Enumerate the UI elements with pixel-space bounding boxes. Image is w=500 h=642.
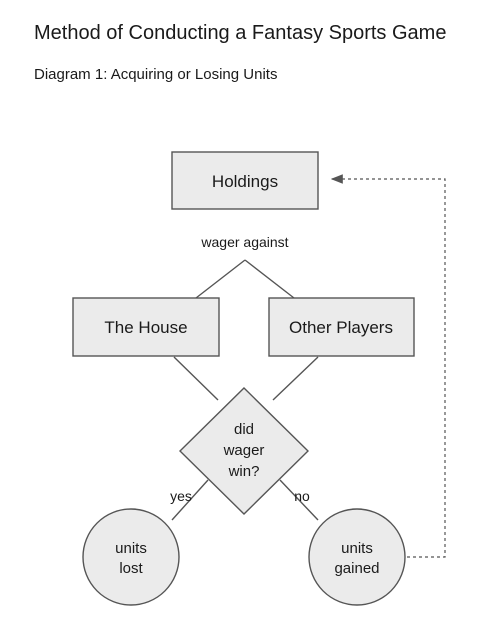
connector-to-house [195, 259, 246, 299]
decision-line-3: win? [228, 463, 260, 480]
decision-line-2: wager [223, 442, 265, 459]
holdings-label: Holdings [212, 172, 278, 191]
wager-against-label: wager against [200, 234, 288, 250]
units-lost-line-1: units [115, 540, 147, 557]
diagram-subtitle: Diagram 1: Acquiring or Losing Units [34, 66, 278, 83]
diagram-title: Method of Conducting a Fantasy Sports Ga… [34, 22, 447, 44]
decision-diamond [179, 387, 309, 515]
house-box [72, 297, 220, 357]
units-gained-line-1: units [341, 540, 373, 557]
house-label: The House [104, 318, 187, 337]
units-gained-line-2: gained [334, 560, 379, 577]
yes-label: yes [170, 488, 192, 504]
feedback-arrow [330, 174, 446, 558]
no-label: no [294, 488, 310, 504]
other-players-label: Other Players [289, 318, 393, 337]
units-gained-circle [308, 508, 406, 606]
connector-to-other-players [244, 259, 295, 299]
other-players-box [268, 297, 415, 357]
units-lost-circle [82, 508, 180, 606]
holdings-box [171, 151, 319, 210]
connector-house-to-decision [173, 356, 219, 401]
connector-players-to-decision [272, 356, 319, 401]
connector-no-branch [279, 479, 319, 521]
decision-line-1: did [234, 421, 254, 438]
units-lost-line-2: lost [119, 560, 143, 577]
connector-yes-branch [171, 479, 209, 521]
